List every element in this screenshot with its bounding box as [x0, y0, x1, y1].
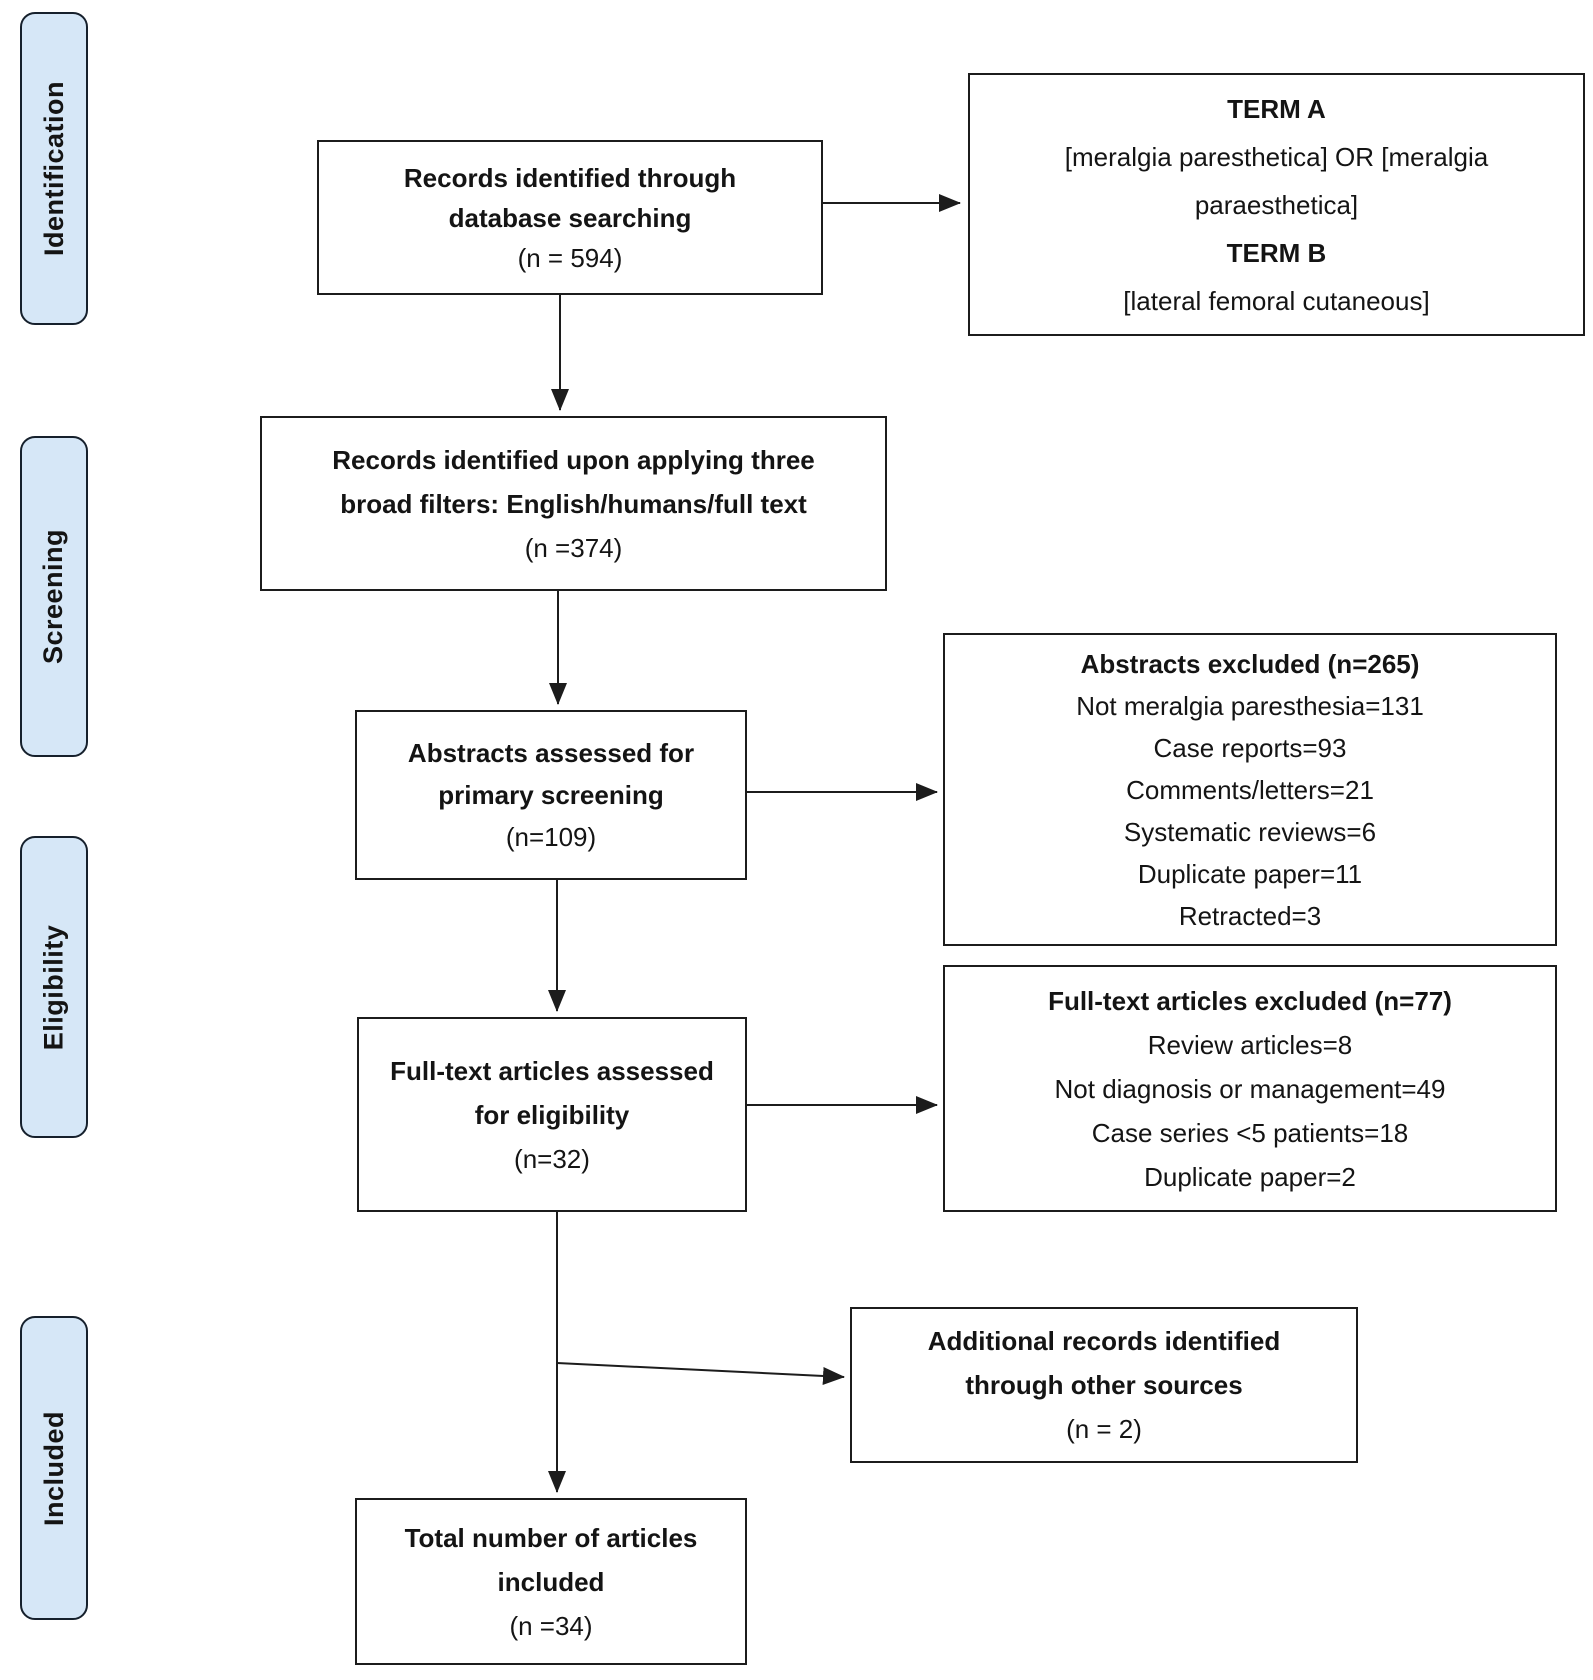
- box-fulltext-excluded: Full-text articles excluded (n=77) Review…: [943, 965, 1557, 1212]
- box-line: Additional records identified: [927, 1326, 1281, 1356]
- box-line: [lateral femoral cutaneous]: [1123, 285, 1430, 316]
- box-line: Abstracts excluded (n=265): [1080, 648, 1420, 679]
- box-line: Full-text articles assessed: [390, 1055, 714, 1086]
- box-line: (n = 594): [517, 242, 623, 273]
- box-line: database searching: [448, 202, 692, 233]
- box-line: (n =34): [509, 1610, 593, 1641]
- box-line: Case series <5 patients=18: [1091, 1117, 1409, 1148]
- box-line: Abstracts assessed for: [407, 738, 695, 768]
- box-line: through other sources: [965, 1370, 1243, 1400]
- stage-label-included: Included: [20, 1316, 88, 1620]
- box-line: included: [497, 1566, 605, 1597]
- box-line: (n=32): [514, 1143, 590, 1174]
- arrow-branch-to-additional: [556, 1362, 845, 1385]
- box-line: Duplicate paper=11: [1137, 858, 1363, 889]
- box-line: Comments/letters=21: [1126, 774, 1374, 805]
- box-line: for eligibility: [474, 1099, 630, 1130]
- box-line: Not diagnosis or management=49: [1054, 1073, 1446, 1104]
- box-line: Review articles=8: [1147, 1029, 1353, 1060]
- box-total-included: Total number of articles included (n =34): [355, 1498, 747, 1665]
- box-line: paraesthetica]: [1194, 189, 1359, 220]
- box-abstracts-assessed: Abstracts assessed for primary screening (…: [355, 710, 747, 880]
- box-line: Systematic reviews=6: [1123, 816, 1377, 847]
- box-records-identified: Records identified through database searc…: [317, 140, 823, 295]
- box-line: [meralgia paresthetica] OR [meralgia: [1064, 141, 1489, 172]
- stage-label-eligibility: Eligibility: [20, 836, 88, 1138]
- box-line: Not meralgia paresthesia=131: [1076, 690, 1424, 721]
- box-line: broad filters: English/humans/full text: [340, 488, 807, 519]
- box-line: Duplicate paper=2: [1144, 1161, 1356, 1192]
- box-line: (n =374): [524, 532, 623, 563]
- box-line: Records identified through: [403, 162, 737, 193]
- box-line: primary screening: [438, 780, 664, 810]
- box-line: (n = 2): [1066, 1414, 1142, 1444]
- box-line: (n=109): [505, 822, 597, 852]
- box-search-terms: TERM A [meralgia paresthetica] OR [meralg…: [968, 73, 1585, 336]
- box-line: Case reports=93: [1153, 732, 1347, 763]
- box-abstracts-excluded: Abstracts excluded (n=265) Not meralgia p…: [943, 633, 1557, 946]
- box-line: TERM B: [1226, 237, 1327, 268]
- stage-label-identification: Identification: [20, 12, 88, 325]
- stage-label-screening: Screening: [20, 436, 88, 757]
- box-line: Total number of articles: [404, 1522, 698, 1553]
- box-additional-records: Additional records identified through oth…: [850, 1307, 1358, 1463]
- box-line: TERM A: [1227, 93, 1326, 124]
- box-fulltext-assessed: Full-text articles assessed for eligibili…: [357, 1017, 747, 1212]
- box-line: Full-text articles excluded (n=77): [1048, 985, 1452, 1016]
- box-line: Retracted=3: [1178, 900, 1322, 931]
- box-filtered-records: Records identified upon applying three br…: [260, 416, 887, 591]
- box-line: Records identified upon applying three: [332, 444, 815, 475]
